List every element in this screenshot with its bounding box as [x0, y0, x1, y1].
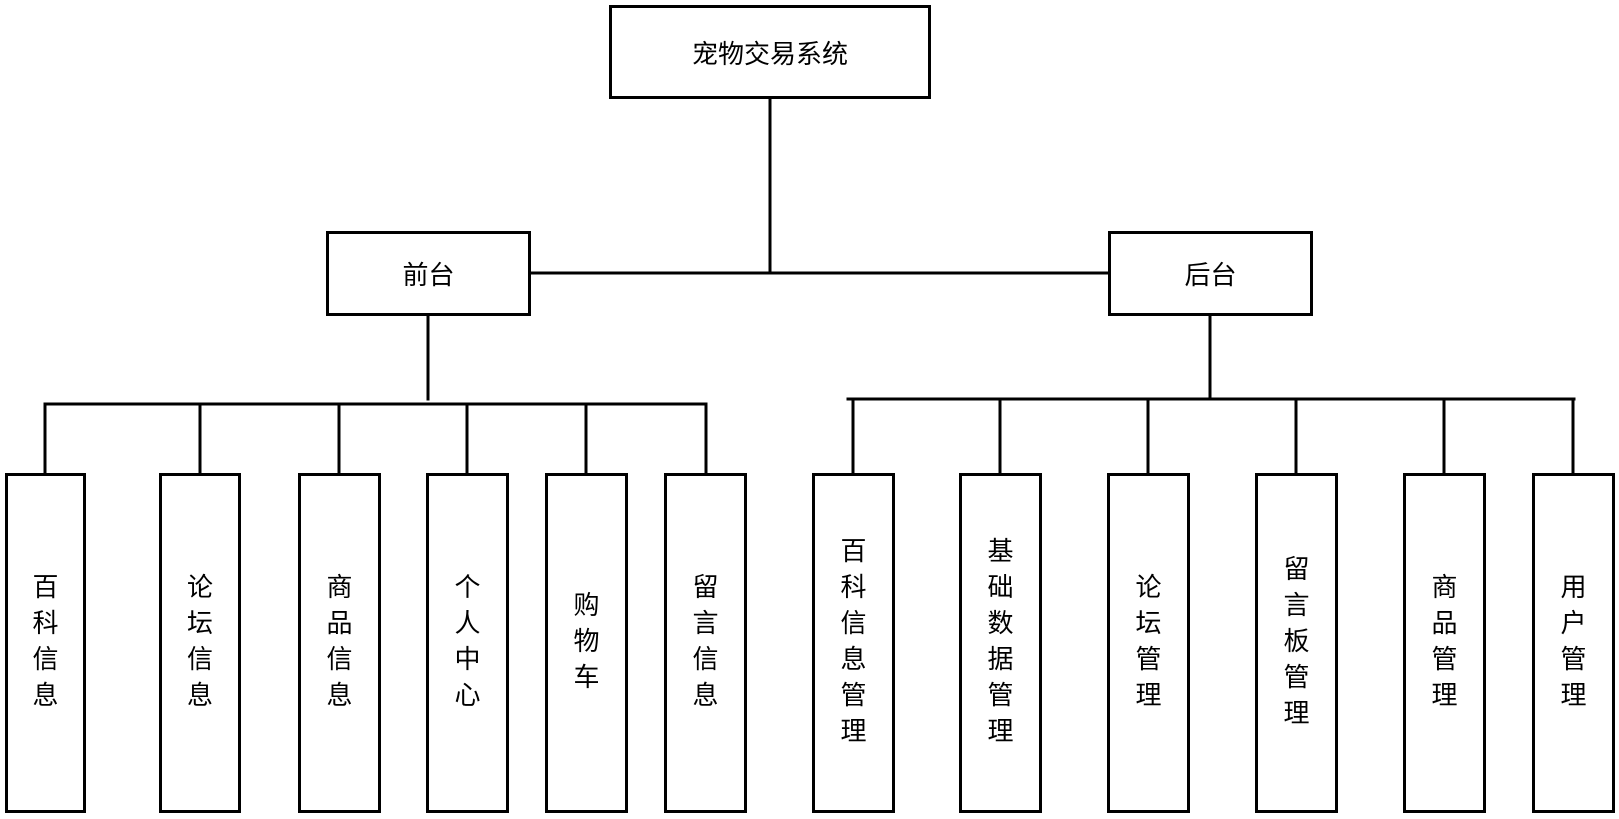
node-back-1-label: 百科信息管理 — [840, 537, 867, 747]
node-back-1: 百科信息管理 — [812, 473, 895, 813]
node-back-4-label: 留言板管理 — [1283, 555, 1310, 729]
node-back-4: 留言板管理 — [1255, 473, 1338, 813]
node-back-5: 商品管理 — [1403, 473, 1486, 813]
node-back-6: 用户管理 — [1532, 473, 1615, 813]
node-front-4-label: 个人中心 — [454, 573, 481, 711]
node-front-3-label: 商品信息 — [326, 573, 353, 711]
node-backend: 后台 — [1108, 231, 1313, 316]
node-back-5-label: 商品管理 — [1431, 573, 1458, 711]
node-front-2-label: 论坛信息 — [186, 573, 213, 711]
node-back-3-label: 论坛管理 — [1135, 573, 1162, 711]
node-front-2: 论坛信息 — [159, 473, 241, 813]
node-frontend-label: 前台 — [402, 261, 455, 291]
node-back-2-label: 基础数据管理 — [987, 537, 1014, 747]
node-front-4: 个人中心 — [426, 473, 509, 813]
node-root: 宠物交易系统 — [609, 5, 931, 99]
node-root-label: 宠物交易系统 — [691, 39, 848, 70]
node-front-6-label: 留言信息 — [692, 573, 719, 711]
node-front-3: 商品信息 — [298, 473, 381, 813]
node-backend-label: 后台 — [1184, 261, 1237, 291]
node-back-3: 论坛管理 — [1107, 473, 1190, 813]
node-frontend: 前台 — [326, 231, 531, 316]
node-front-1: 百科信息 — [5, 473, 86, 813]
node-front-6: 留言信息 — [664, 473, 747, 813]
node-front-5: 购物车 — [545, 473, 628, 813]
node-back-2: 基础数据管理 — [959, 473, 1042, 813]
node-front-5-label: 购物车 — [573, 591, 600, 693]
node-front-1-label: 百科信息 — [32, 573, 59, 711]
node-back-6-label: 用户管理 — [1560, 573, 1587, 711]
